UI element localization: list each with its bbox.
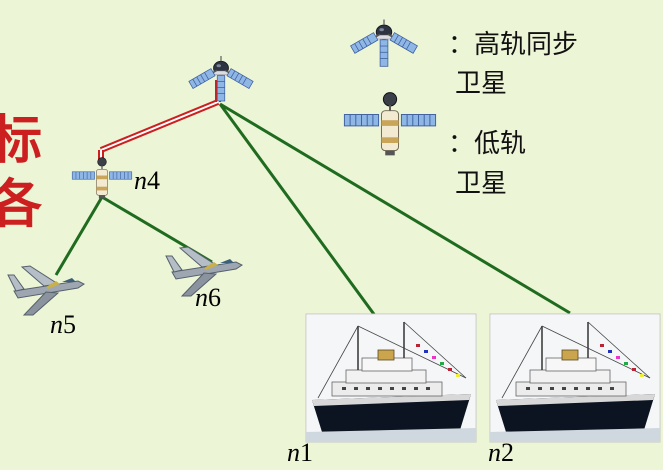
left-edge-char-2: 各: [0, 175, 43, 235]
ship-icon-n1: [305, 313, 477, 443]
legend-geo-satellite-icon: [349, 18, 419, 68]
left-edge-char-1: 标: [0, 111, 42, 171]
legend: ：高轨同步 卫星 ：低轨 卫星: [343, 18, 578, 199]
fighter-jet-icon-n5: [7, 265, 85, 316]
link-geo-to-n4: [98, 80, 221, 160]
node-label-n1: n1: [287, 438, 313, 467]
link-geo-to-n1: [218, 103, 389, 333]
link-geo-to-n2: [219, 102, 571, 315]
legend-geo-label-line1: ：高轨同步: [448, 30, 578, 60]
geo-satellite-icon: [188, 55, 254, 102]
legend-geo-label-line2: 卫星: [455, 69, 507, 99]
node-label-n5: n5: [50, 310, 76, 339]
leo-satellite-icon: [71, 157, 133, 199]
legend-leo-satellite-icon: [343, 92, 437, 156]
node-label-n6: n6: [195, 283, 221, 312]
link-n4-to-n5: [54, 196, 104, 276]
legend-leo-label-line2: 卫星: [455, 169, 507, 199]
ship-icon-n2: [489, 313, 661, 443]
node-label-n4: n4: [134, 166, 160, 195]
node-label-n2: n2: [488, 438, 514, 467]
legend-leo-label-line1: ：低轨: [448, 129, 526, 159]
